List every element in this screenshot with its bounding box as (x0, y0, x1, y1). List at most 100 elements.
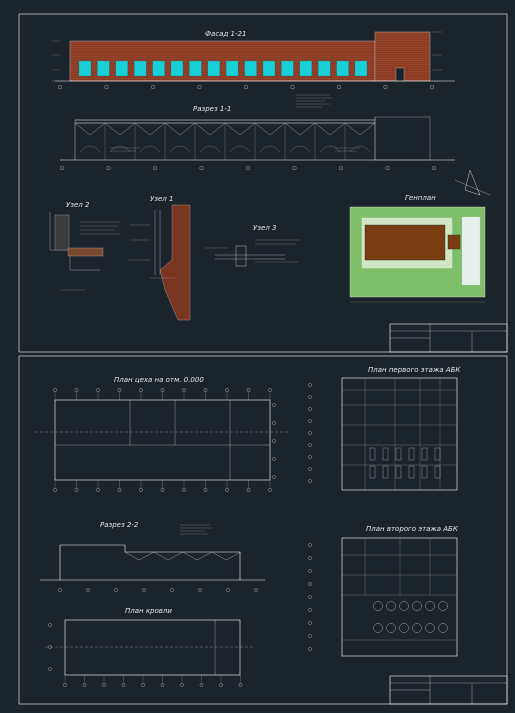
facade-window (354, 60, 368, 77)
locker (382, 447, 389, 461)
roof-plan: План кровли (45, 607, 255, 687)
truss (104, 122, 136, 136)
axis-bubble (246, 488, 251, 492)
axis-bubble (203, 388, 208, 392)
axis-bubble (199, 166, 204, 170)
axis-bubble (160, 683, 165, 687)
axis-bubble (339, 166, 343, 170)
abk-floor-1-rooms (308, 378, 457, 490)
abk-floor-2-rooms (308, 538, 457, 651)
site-plan-building (364, 224, 446, 261)
axis-bubble (268, 388, 272, 392)
roof-outline (64, 619, 241, 676)
truss (134, 122, 166, 136)
arch (109, 145, 131, 153)
abk-floor-2-walls (341, 537, 458, 657)
locker (434, 465, 441, 479)
axis-bubble (60, 166, 64, 170)
table-seat (438, 623, 448, 633)
axis-bubble (308, 647, 312, 651)
truss (314, 122, 346, 136)
abk-floor-2-seats (373, 601, 448, 633)
arch (319, 145, 341, 153)
axis-bubble (308, 395, 312, 399)
axis-bubble (48, 667, 52, 671)
abk-floor-1-plan: План первого этажа АБК (308, 366, 461, 491)
node-1-detail: Узел 1 (128, 195, 191, 321)
truss (194, 122, 226, 136)
table-seat (399, 601, 409, 611)
truss (182, 551, 213, 561)
axis-bubble (180, 683, 184, 687)
section-2-2-title: Разрез 2-2 (100, 521, 139, 529)
node-2-title: Узел 2 (66, 201, 90, 209)
locker (382, 465, 389, 479)
locker (395, 447, 402, 461)
axis-bubble (308, 556, 312, 560)
section-notes (110, 94, 360, 152)
sheet-2: План цеха на отм. 0.000 План первого эта… (18, 355, 508, 705)
arch (199, 145, 221, 153)
table-seat (412, 623, 422, 633)
section-axis-bubbles (60, 166, 436, 170)
shop-plan-title: План цеха на отм. 0.000 (114, 376, 204, 384)
axis-bubble (160, 388, 165, 392)
facade-title: Фасад 1-21 (205, 30, 246, 38)
axis-bubble (290, 85, 295, 89)
axis-bubble (225, 388, 229, 392)
locker (369, 465, 376, 479)
axis-bubble (197, 85, 202, 89)
site-plan-parking (461, 216, 481, 286)
title-block-2 (389, 675, 508, 705)
axis-bubble (308, 407, 312, 411)
facade-window (152, 60, 165, 77)
truss (164, 122, 196, 136)
truss (254, 122, 286, 136)
axis-bubble (82, 683, 87, 687)
facade-window (134, 60, 147, 77)
truss (74, 122, 106, 136)
sheet-1: Фасад 1-21 Разрез 1-1 (18, 13, 508, 353)
roof-axis-grid (48, 623, 243, 687)
truss (344, 122, 376, 136)
facade-window (336, 60, 349, 77)
node-2-wall (54, 214, 70, 251)
abk-floor-1-fixtures (369, 447, 441, 479)
axis-bubble (182, 488, 186, 492)
site-plan-abk (447, 234, 461, 250)
axis-bubble (104, 85, 109, 89)
axis-bubble (96, 388, 100, 392)
axis-bubble (430, 85, 434, 89)
axis-bubble (53, 388, 57, 392)
locker (395, 465, 402, 479)
node-2-slab (67, 247, 104, 257)
node-3-detail: Узел 3 (205, 224, 300, 267)
axis-bubble (170, 588, 174, 592)
facade-window (170, 60, 184, 77)
axis-bubble (308, 582, 312, 586)
axis-bubble (254, 588, 258, 592)
facade-window (299, 60, 312, 77)
axis-bubble (238, 683, 243, 687)
axis-bubble (114, 588, 118, 592)
roof-plan-title: План кровли (125, 607, 172, 615)
table-seat (412, 601, 422, 611)
axis-bubble (203, 488, 208, 492)
axis-bubble (53, 488, 57, 492)
axis-bubble (142, 588, 146, 592)
axis-bubble (308, 634, 312, 638)
axis-bubble (272, 457, 276, 461)
table-seat (425, 623, 435, 633)
axis-bubble (48, 645, 52, 649)
node-3-title: Узел 3 (253, 224, 276, 232)
node-2-detail: Узел 2 (49, 201, 120, 291)
axis-bubble (383, 85, 388, 89)
locker (421, 447, 428, 461)
abk-floor-2-title: План второго этажа АБК (366, 525, 459, 533)
axis-bubble (139, 488, 143, 492)
section-1-1-drawing: Разрез 1-1 (60, 94, 455, 170)
axis-bubble (139, 388, 143, 392)
title-block-1 (389, 323, 508, 353)
site-plan-title: Генплан (405, 194, 436, 202)
table-seat (386, 601, 396, 611)
